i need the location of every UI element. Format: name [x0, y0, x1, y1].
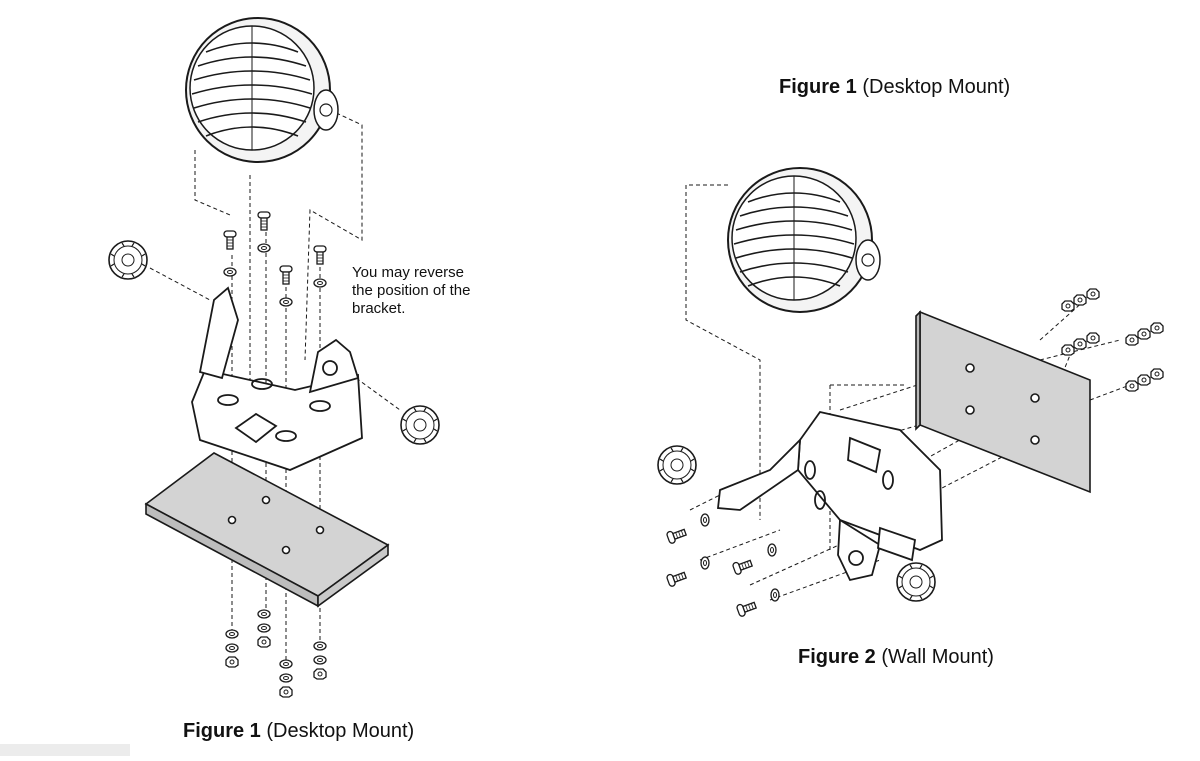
washer-icon	[313, 655, 327, 665]
caption-text: (Wall Mount)	[881, 646, 994, 668]
desktop-mount-diagram	[108, 17, 440, 698]
bolt-icon	[279, 265, 293, 285]
caption-figure-number: Figure 2	[798, 646, 876, 668]
bolt-icon	[665, 525, 688, 545]
nut-icon	[1137, 374, 1151, 386]
nut-icon	[1073, 338, 1087, 350]
nut-icon	[225, 656, 239, 668]
speaker-icon	[185, 17, 339, 163]
caption-figure-number: Figure 1	[183, 720, 261, 742]
note-line-3: bracket.	[352, 300, 406, 317]
knob-icon	[657, 445, 697, 485]
washer-icon	[279, 673, 293, 683]
washer-icon	[700, 513, 710, 527]
washer-icon	[700, 556, 710, 570]
washer-icon	[313, 278, 327, 288]
mounting-bracket-icon	[191, 286, 363, 471]
knob-icon	[108, 240, 148, 280]
bolt-icon	[313, 245, 327, 265]
reverse-bracket-note: You may reverse the position of the brac…	[352, 264, 470, 318]
mounting-plate-icon	[915, 310, 1091, 494]
page-corner-tab	[0, 744, 130, 756]
washer-icon	[223, 267, 237, 277]
washer-icon	[257, 609, 271, 619]
nut-icon	[1125, 334, 1139, 346]
knob-icon	[400, 405, 440, 445]
bolt-icon	[731, 556, 754, 576]
speaker-icon	[727, 167, 881, 313]
nut-icon	[1137, 328, 1151, 340]
bolt-icon	[735, 598, 758, 618]
mounting-plate-icon	[144, 452, 390, 608]
washer-icon	[257, 243, 271, 253]
nut-icon	[279, 686, 293, 698]
wall-mount-diagram	[657, 167, 1164, 618]
nut-icon	[1061, 344, 1075, 356]
nut-icon	[1150, 368, 1164, 380]
note-line-1: You may reverse	[352, 264, 465, 281]
washer-icon	[313, 641, 327, 651]
nut-icon	[1086, 288, 1100, 300]
washer-icon	[225, 643, 239, 653]
washer-icon	[279, 297, 293, 307]
washer-icon	[225, 629, 239, 639]
bolt-icon	[665, 568, 688, 588]
knob-icon	[896, 562, 936, 602]
nut-icon	[1061, 300, 1075, 312]
mounting-bracket-icon	[717, 410, 943, 582]
note-line-2: the position of the	[352, 282, 471, 299]
nut-icon	[1073, 294, 1087, 306]
figure-1-caption-bottom: Figure 1 (Desktop Mount)	[183, 720, 414, 743]
washer-icon	[770, 588, 780, 602]
nut-icon	[313, 668, 327, 680]
nut-icon	[1086, 332, 1100, 344]
caption-figure-number: Figure 1	[779, 76, 857, 98]
washer-icon	[279, 659, 293, 669]
figure-1-caption-top: Figure 1 (Desktop Mount)	[779, 76, 1010, 99]
nut-icon	[1125, 380, 1139, 392]
figure-2-caption: Figure 2 (Wall Mount)	[798, 646, 994, 669]
caption-text: (Desktop Mount)	[266, 720, 415, 742]
washer-icon	[767, 543, 777, 557]
nut-icon	[1150, 322, 1164, 334]
nut-icon	[257, 636, 271, 648]
washer-icon	[257, 623, 271, 633]
bolt-icon	[223, 230, 237, 250]
bolt-icon	[257, 211, 271, 231]
caption-text: (Desktop Mount)	[862, 76, 1011, 98]
